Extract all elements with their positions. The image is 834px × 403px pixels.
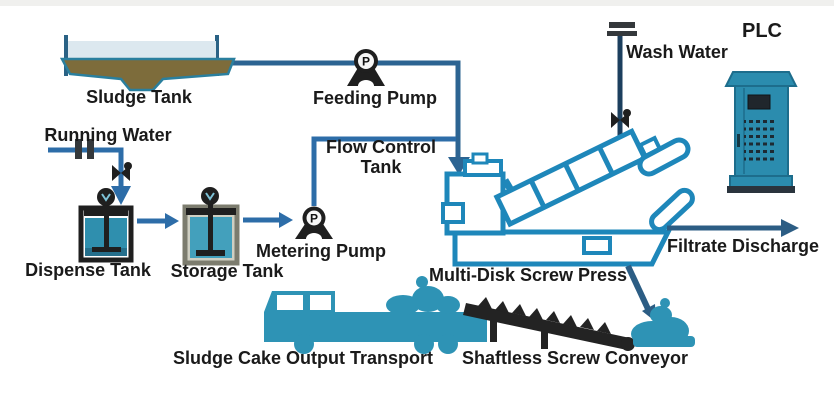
plc-keypad <box>744 116 776 162</box>
wash-tap-icon <box>609 22 635 28</box>
sludge-truck <box>264 276 487 354</box>
metering-pump-icon: P <box>295 206 333 245</box>
flow-control-pipe <box>311 136 456 206</box>
press-motor <box>637 137 691 177</box>
screw-press <box>441 127 695 267</box>
filtrate-discharge-label: Filtrate Discharge <box>666 236 820 256</box>
plc-label: PLC <box>742 20 782 42</box>
mixer-motor-icon <box>97 188 115 206</box>
top-border-line <box>0 0 834 6</box>
storage-tank <box>182 187 240 266</box>
dispense-tank <box>78 188 134 263</box>
dispense-to-storage-arrow <box>137 213 179 229</box>
feeding-pump-label: Feeding Pump <box>312 88 438 108</box>
sludge-cake-output-transport-label: Sludge Cake Output Transport <box>172 348 434 368</box>
storage-tank-label: Storage Tank <box>170 261 284 281</box>
plc-screen <box>747 94 771 110</box>
storage-to-pump-arrow <box>243 212 293 228</box>
filtrate-arrow <box>667 219 799 237</box>
press-discharge-chute <box>649 187 695 233</box>
plc-door-handle <box>737 134 740 147</box>
pump-letter: P <box>310 212 318 226</box>
mixer-motor-icon <box>201 187 219 205</box>
plc-cabinet <box>724 71 798 193</box>
wash-water-valve-icon <box>611 109 631 128</box>
flow-control-tank-label: Flow Control Tank <box>326 137 436 177</box>
dispense-tank-label: Dispense Tank <box>25 260 151 280</box>
shaftless-screw-conveyor-label: Shaftless Screw Conveyor <box>461 348 689 368</box>
multi-disk-screw-press-label: Multi-Disk Screw Press <box>428 265 628 285</box>
water-source-icon <box>75 139 82 159</box>
running-water-valve-icon <box>112 162 132 181</box>
feeding-pump-icon: P <box>347 49 385 92</box>
screw-conveyor <box>463 297 635 351</box>
metering-pump-label: Metering Pump <box>255 241 387 261</box>
sludge-cake-pile <box>631 298 695 347</box>
sludge-tank-label: Sludge Tank <box>86 87 192 107</box>
sludge-tank <box>59 35 236 92</box>
wash-water-pipe <box>607 22 637 146</box>
wash-water-label: Wash Water <box>626 42 728 62</box>
running-water-pipe <box>48 139 131 205</box>
pump-letter: P <box>362 55 370 69</box>
running-water-label: Running Water <box>44 125 172 145</box>
